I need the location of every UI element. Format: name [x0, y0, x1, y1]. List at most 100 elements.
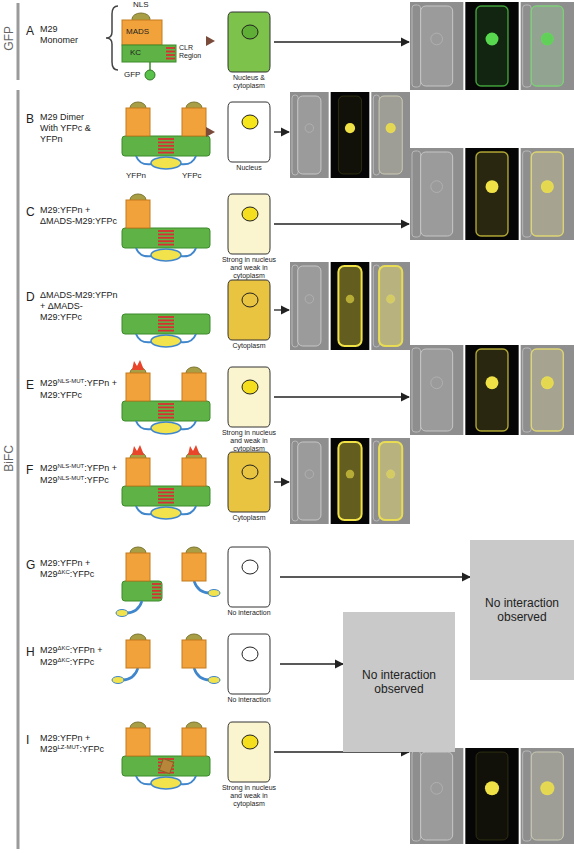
cell-wall	[228, 722, 270, 782]
label-block: D	[26, 290, 35, 304]
cell-shape	[218, 720, 280, 784]
superscript-label: ΔKC	[58, 569, 70, 575]
text-label: :YFPc	[80, 744, 105, 754]
label-block: M29:YFPn +M29LZ-MUT:YFPc	[40, 733, 124, 756]
text-label: G	[26, 558, 35, 572]
label-block: BiFC	[2, 445, 16, 472]
fluorescence	[531, 152, 563, 236]
box-text-wrap: No interaction observed	[476, 596, 568, 624]
micrograph-panel	[331, 92, 370, 178]
yfp-fragment	[180, 421, 196, 429]
box-text: No interaction observed	[476, 596, 568, 624]
micrograph-panel	[521, 2, 574, 90]
cell-outline	[305, 295, 314, 304]
clr-region	[158, 233, 174, 235]
text-label: ΔMADS-M29:YFPn + ΔMADS- M29:YFPc	[40, 290, 118, 322]
localization-caption: Strong in nucleus and weak in cytoplasm	[218, 429, 280, 453]
kc-domain	[122, 756, 210, 776]
yfp-fragment	[136, 156, 152, 164]
text-label: M29	[40, 645, 58, 655]
pointer	[206, 36, 215, 46]
text-label: B	[26, 112, 34, 126]
cell-outline	[431, 782, 443, 794]
yfp-fragment	[208, 677, 220, 684]
clr-region	[152, 587, 161, 589]
fluorescence	[531, 349, 563, 431]
nucleus	[242, 25, 258, 39]
clr-region	[158, 237, 174, 239]
connector-arrow	[280, 663, 343, 664]
cell-outline	[431, 377, 443, 389]
superscript-label: NLS-MUT	[58, 463, 85, 469]
clr-region	[158, 403, 174, 405]
yfp-fragment	[136, 421, 152, 429]
text-label: :YFPn +	[84, 378, 117, 388]
label-block: H	[26, 645, 35, 659]
label-block: GFP	[2, 26, 16, 51]
micrograph-panel	[410, 2, 463, 90]
protein-dimer	[116, 547, 220, 617]
kc-domain	[122, 228, 210, 248]
cell-node: No interaction	[218, 545, 280, 617]
arrow	[274, 309, 289, 310]
localization-caption: No interaction	[218, 609, 280, 617]
kc-domain	[122, 45, 176, 62]
micrograph-panel	[465, 148, 518, 240]
yfp-fragment	[122, 668, 138, 680]
nls-mutation	[132, 445, 144, 455]
cell-outline	[541, 377, 553, 389]
micrograph-panel	[331, 262, 370, 350]
cell-outline	[541, 181, 553, 193]
cell-outline	[431, 33, 443, 45]
fluorescence	[476, 752, 508, 840]
mads-domain	[126, 728, 150, 756]
nucleus	[242, 207, 258, 221]
label-block: M29:YFPn + ΔMADS-M29:YFPc	[40, 205, 124, 227]
mads-domain	[182, 373, 206, 401]
cell-outline	[386, 295, 395, 304]
clr-region	[158, 316, 174, 318]
fluorescence	[386, 123, 396, 133]
arrow	[274, 131, 289, 132]
fluorescence	[345, 123, 355, 133]
nucleus	[242, 465, 258, 479]
cell-wall	[228, 194, 270, 254]
cell-node: Strong in nucleus and weak in cytoplasm	[218, 365, 280, 453]
clr-region	[158, 488, 174, 490]
label-block: YFPc	[182, 171, 202, 180]
kc-domain	[122, 401, 210, 421]
text-label: :YFPn +	[70, 645, 103, 655]
label-block: M29ΔKC:YFPn +M29ΔKC:YFPc	[40, 645, 124, 669]
clr-region	[158, 410, 174, 412]
mads-domain	[182, 640, 206, 668]
label-block: CLR Region	[179, 44, 211, 60]
cell-node: Nucleus	[218, 100, 280, 172]
fluorescence	[541, 376, 554, 389]
text-label: M29:YFPn + ΔMADS-M29:YFPc	[40, 205, 117, 226]
label-block: M29NLS-MUT:YFPn +M29NLS-MUT:YFPc	[40, 463, 124, 487]
mads-domain	[122, 20, 162, 45]
text-label: E	[26, 378, 34, 392]
kc-domain	[122, 486, 210, 506]
protein-dimer	[122, 102, 210, 169]
label-block: YFPn	[126, 171, 146, 180]
label-block: I	[26, 733, 29, 747]
label-block: NLS	[133, 0, 149, 9]
cell-outline	[298, 96, 321, 174]
text-label: BiFC	[2, 445, 16, 472]
micrograph-panel	[465, 748, 518, 844]
clr-region	[158, 323, 174, 325]
text-label: C	[26, 205, 35, 219]
protein-dimer	[112, 634, 220, 684]
clr-region	[158, 244, 174, 246]
cell-outline	[531, 6, 563, 86]
text-label: :YFPc	[70, 657, 95, 667]
text-label: M29 Monomer	[40, 24, 78, 45]
micrograph-panel	[331, 438, 370, 524]
micrograph-panel	[521, 148, 574, 240]
text-label: M29	[40, 657, 58, 667]
cell-shape	[218, 450, 280, 514]
mads-domain	[126, 640, 150, 668]
clr-region	[158, 406, 174, 408]
